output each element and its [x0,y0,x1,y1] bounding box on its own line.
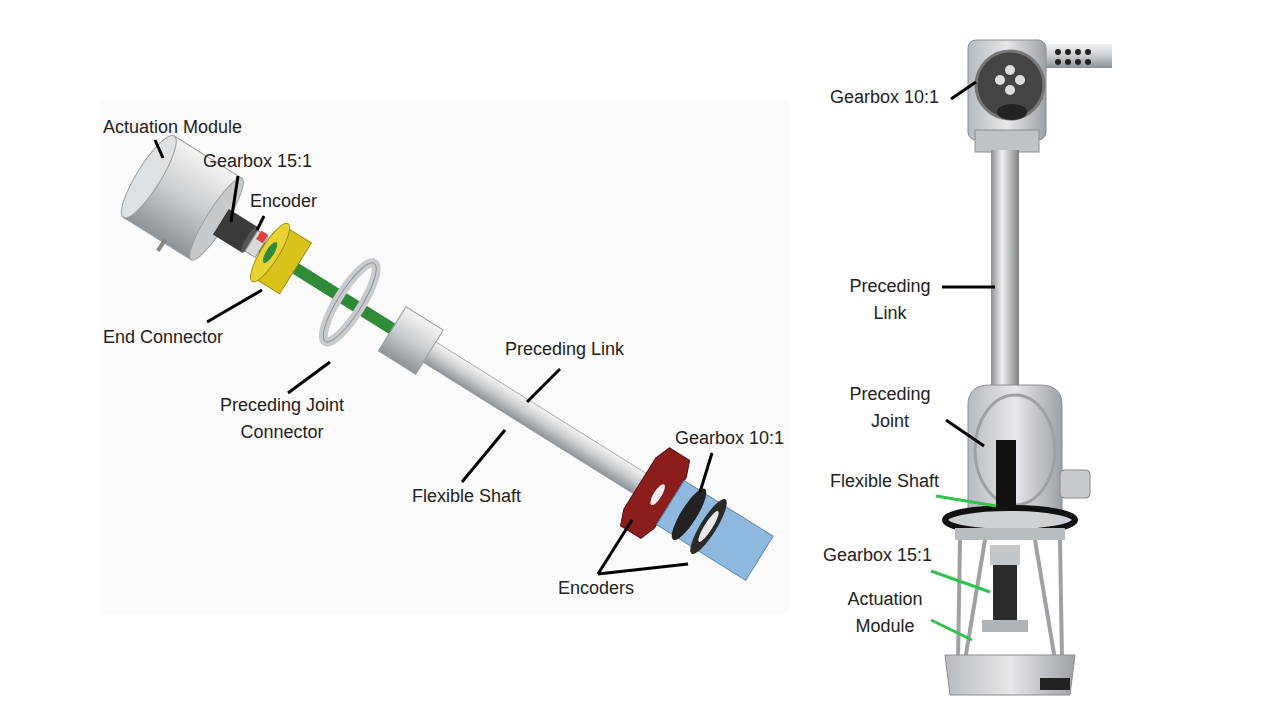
part-label: Actuation Module [103,114,242,141]
leader-lines [931,82,996,640]
part-label: Actuation Module [835,586,935,640]
part-label: Encoders [558,575,634,602]
part-label: Gearbox 10:1 [675,425,784,452]
part-label: Encoder [250,188,317,215]
part-label: Gearbox 10:1 [830,84,939,111]
leader-lines [155,140,712,574]
part-label: Flexible Shaft [412,483,521,510]
part-label: Preceding Joint [840,381,940,435]
robot-photo [945,40,1112,695]
part-label: Gearbox 15:1 [823,542,932,569]
part-label: Preceding Link [505,336,624,363]
part-label: Flexible Shaft [830,468,939,495]
part-label: Preceding Link [840,273,940,327]
part-label: Gearbox 15:1 [203,148,312,175]
part-label: End Connector [103,324,223,351]
part-label: Preceding Joint Connector [212,392,352,446]
